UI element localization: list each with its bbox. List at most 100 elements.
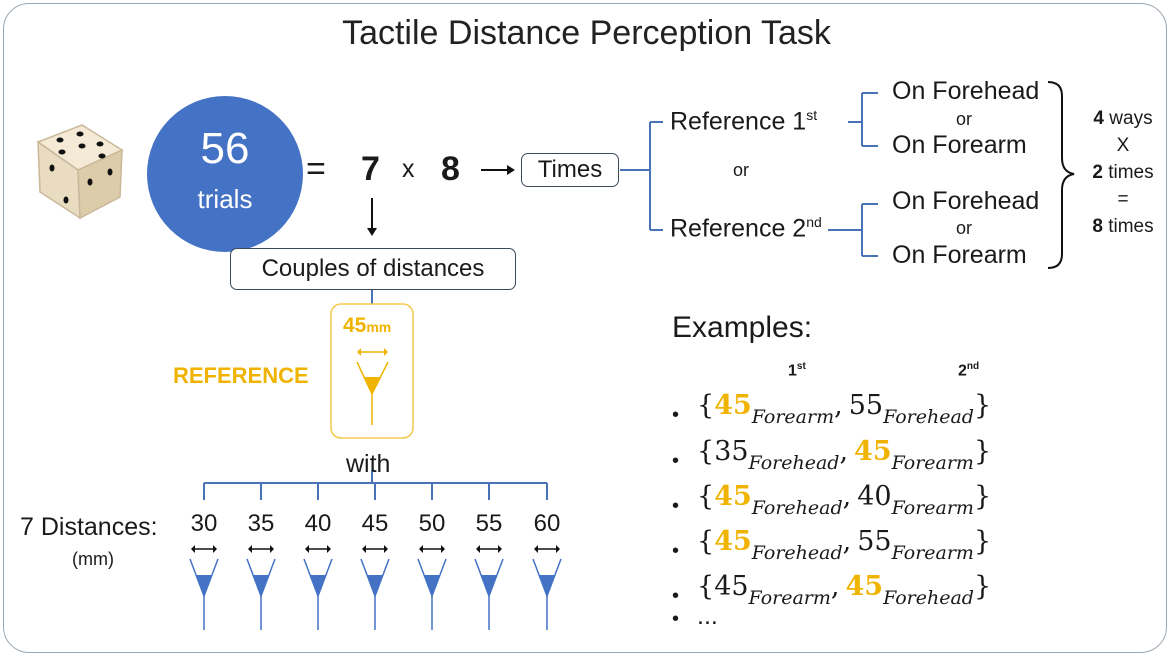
reference-unit: mm (366, 319, 392, 335)
order-reference-1: Reference 1st (670, 107, 817, 136)
result-num: 8 (1092, 216, 1103, 237)
caliper-icon (474, 545, 504, 630)
example-open: { (697, 436, 715, 467)
caliper-icon (189, 545, 219, 630)
distances-label: 7 Distances: (20, 513, 158, 541)
arrow-right-icon (481, 165, 515, 175)
trials-circle: 56 trials (147, 96, 303, 252)
distance-value: 50 (418, 510, 446, 537)
result-text: times (1108, 216, 1154, 237)
distance-value: 45 (361, 510, 389, 537)
curly-brace (1047, 81, 1075, 269)
caliper-icon (417, 545, 447, 630)
distance-value: 30 (190, 510, 218, 537)
example-s1: Forearm (751, 406, 835, 428)
example-s2: Forearm (891, 497, 974, 519)
ways-calc: 4 ways X 2 times = 8 times (1078, 105, 1168, 240)
example-v2: 45 (845, 571, 884, 602)
option-1-forearm: On Forearm (892, 131, 1027, 159)
example-open: { (697, 526, 715, 557)
example-s1: Forearm (748, 587, 831, 609)
order-reference-2: Reference 2nd (670, 214, 822, 243)
trials-label: trials (197, 184, 253, 214)
example-comma: , (842, 526, 852, 557)
option-2-forearm: On Forearm (892, 241, 1027, 269)
example-v1: 35 (714, 436, 749, 467)
times-text: times (1108, 162, 1154, 183)
example-ellipsis: ... (697, 602, 718, 630)
caliper-icon (246, 545, 276, 630)
example-v1: 45 (714, 481, 752, 512)
trials-number: 56 (200, 124, 250, 173)
example-v1: 45 (714, 571, 749, 602)
equals-sign: = (306, 150, 326, 188)
order-2-text: Reference 2 (670, 214, 807, 243)
reference-value: 45mm (343, 314, 391, 338)
example-bullet: • (672, 450, 680, 472)
dice-icon (36, 124, 124, 220)
ways-num: 4 (1093, 108, 1104, 129)
order-2-sup: nd (806, 214, 822, 230)
column-2nd: 2nd (958, 361, 979, 380)
example-s1: Forehead (751, 542, 843, 564)
example-close: } (973, 436, 992, 467)
example-v2: 45 (854, 436, 892, 467)
reference-number: 45 (343, 314, 367, 337)
orders-or: or (733, 160, 750, 180)
example-s2: Forearm (891, 542, 974, 564)
example-open: { (697, 481, 715, 512)
example-v1: 45 (714, 390, 752, 421)
ways-text: ways (1109, 108, 1153, 129)
factor-b: 8 (441, 150, 460, 188)
example-item: {45Forearm,55Forehead} (697, 390, 991, 428)
example-s2: Forearm (891, 452, 974, 474)
factor-a: 7 (361, 150, 380, 188)
example-v2: 40 (857, 481, 892, 512)
example-open: { (697, 571, 715, 602)
column-1st-sup: st (796, 361, 806, 372)
example-s1: Forehead (748, 452, 840, 474)
example-close: } (973, 571, 992, 602)
option-2-or: or (956, 218, 973, 238)
caliper-icon (356, 348, 389, 425)
order-1-text: Reference 1 (670, 107, 807, 136)
example-ellipsis-bullet: • (672, 608, 680, 630)
ways-eq: = (1117, 189, 1129, 210)
example-v2: 55 (848, 390, 884, 421)
example-s2: Forehead (883, 406, 974, 428)
times-num: 2 (1092, 162, 1103, 183)
example-item: {45Forehead,55Forearm} (697, 526, 991, 564)
distance-value: 60 (533, 510, 561, 537)
example-bullet: • (672, 540, 680, 562)
example-item: {35Forehead,45Forearm} (697, 436, 991, 474)
distance-calipers (189, 545, 562, 630)
example-bullet: • (672, 404, 680, 426)
example-open: { (697, 390, 715, 421)
example-item: {45Forearm,45Forehead} (697, 571, 991, 609)
example-v1: 45 (714, 526, 752, 557)
example-bullet: • (672, 495, 680, 517)
example-s1: Forehead (751, 497, 843, 519)
examples-title: Examples: (672, 311, 813, 344)
example-comma: , (842, 481, 852, 512)
example-comma: , (830, 571, 840, 602)
distances-unit: (mm) (72, 549, 114, 569)
option-2-forehead: On Forehead (892, 187, 1040, 215)
column-2nd-sup: nd (966, 361, 980, 372)
example-close: } (973, 526, 992, 557)
reference-label: REFERENCE (173, 363, 309, 388)
caliper-icon (360, 545, 390, 630)
option-1-forehead: On Forehead (892, 77, 1040, 105)
column-1st: 1st (788, 361, 806, 380)
diagram-title: Tactile Distance Perception Task (342, 14, 831, 52)
example-comma: , (834, 390, 843, 421)
column-2nd-text: 2 (958, 362, 967, 380)
caliper-icon (303, 545, 333, 630)
ways-x: X (1116, 135, 1130, 156)
times-sign: x (402, 155, 415, 183)
example-close: } (973, 481, 992, 512)
example-v2: 55 (857, 526, 892, 557)
distance-value: 55 (475, 510, 503, 537)
option-1-or: or (956, 109, 973, 129)
